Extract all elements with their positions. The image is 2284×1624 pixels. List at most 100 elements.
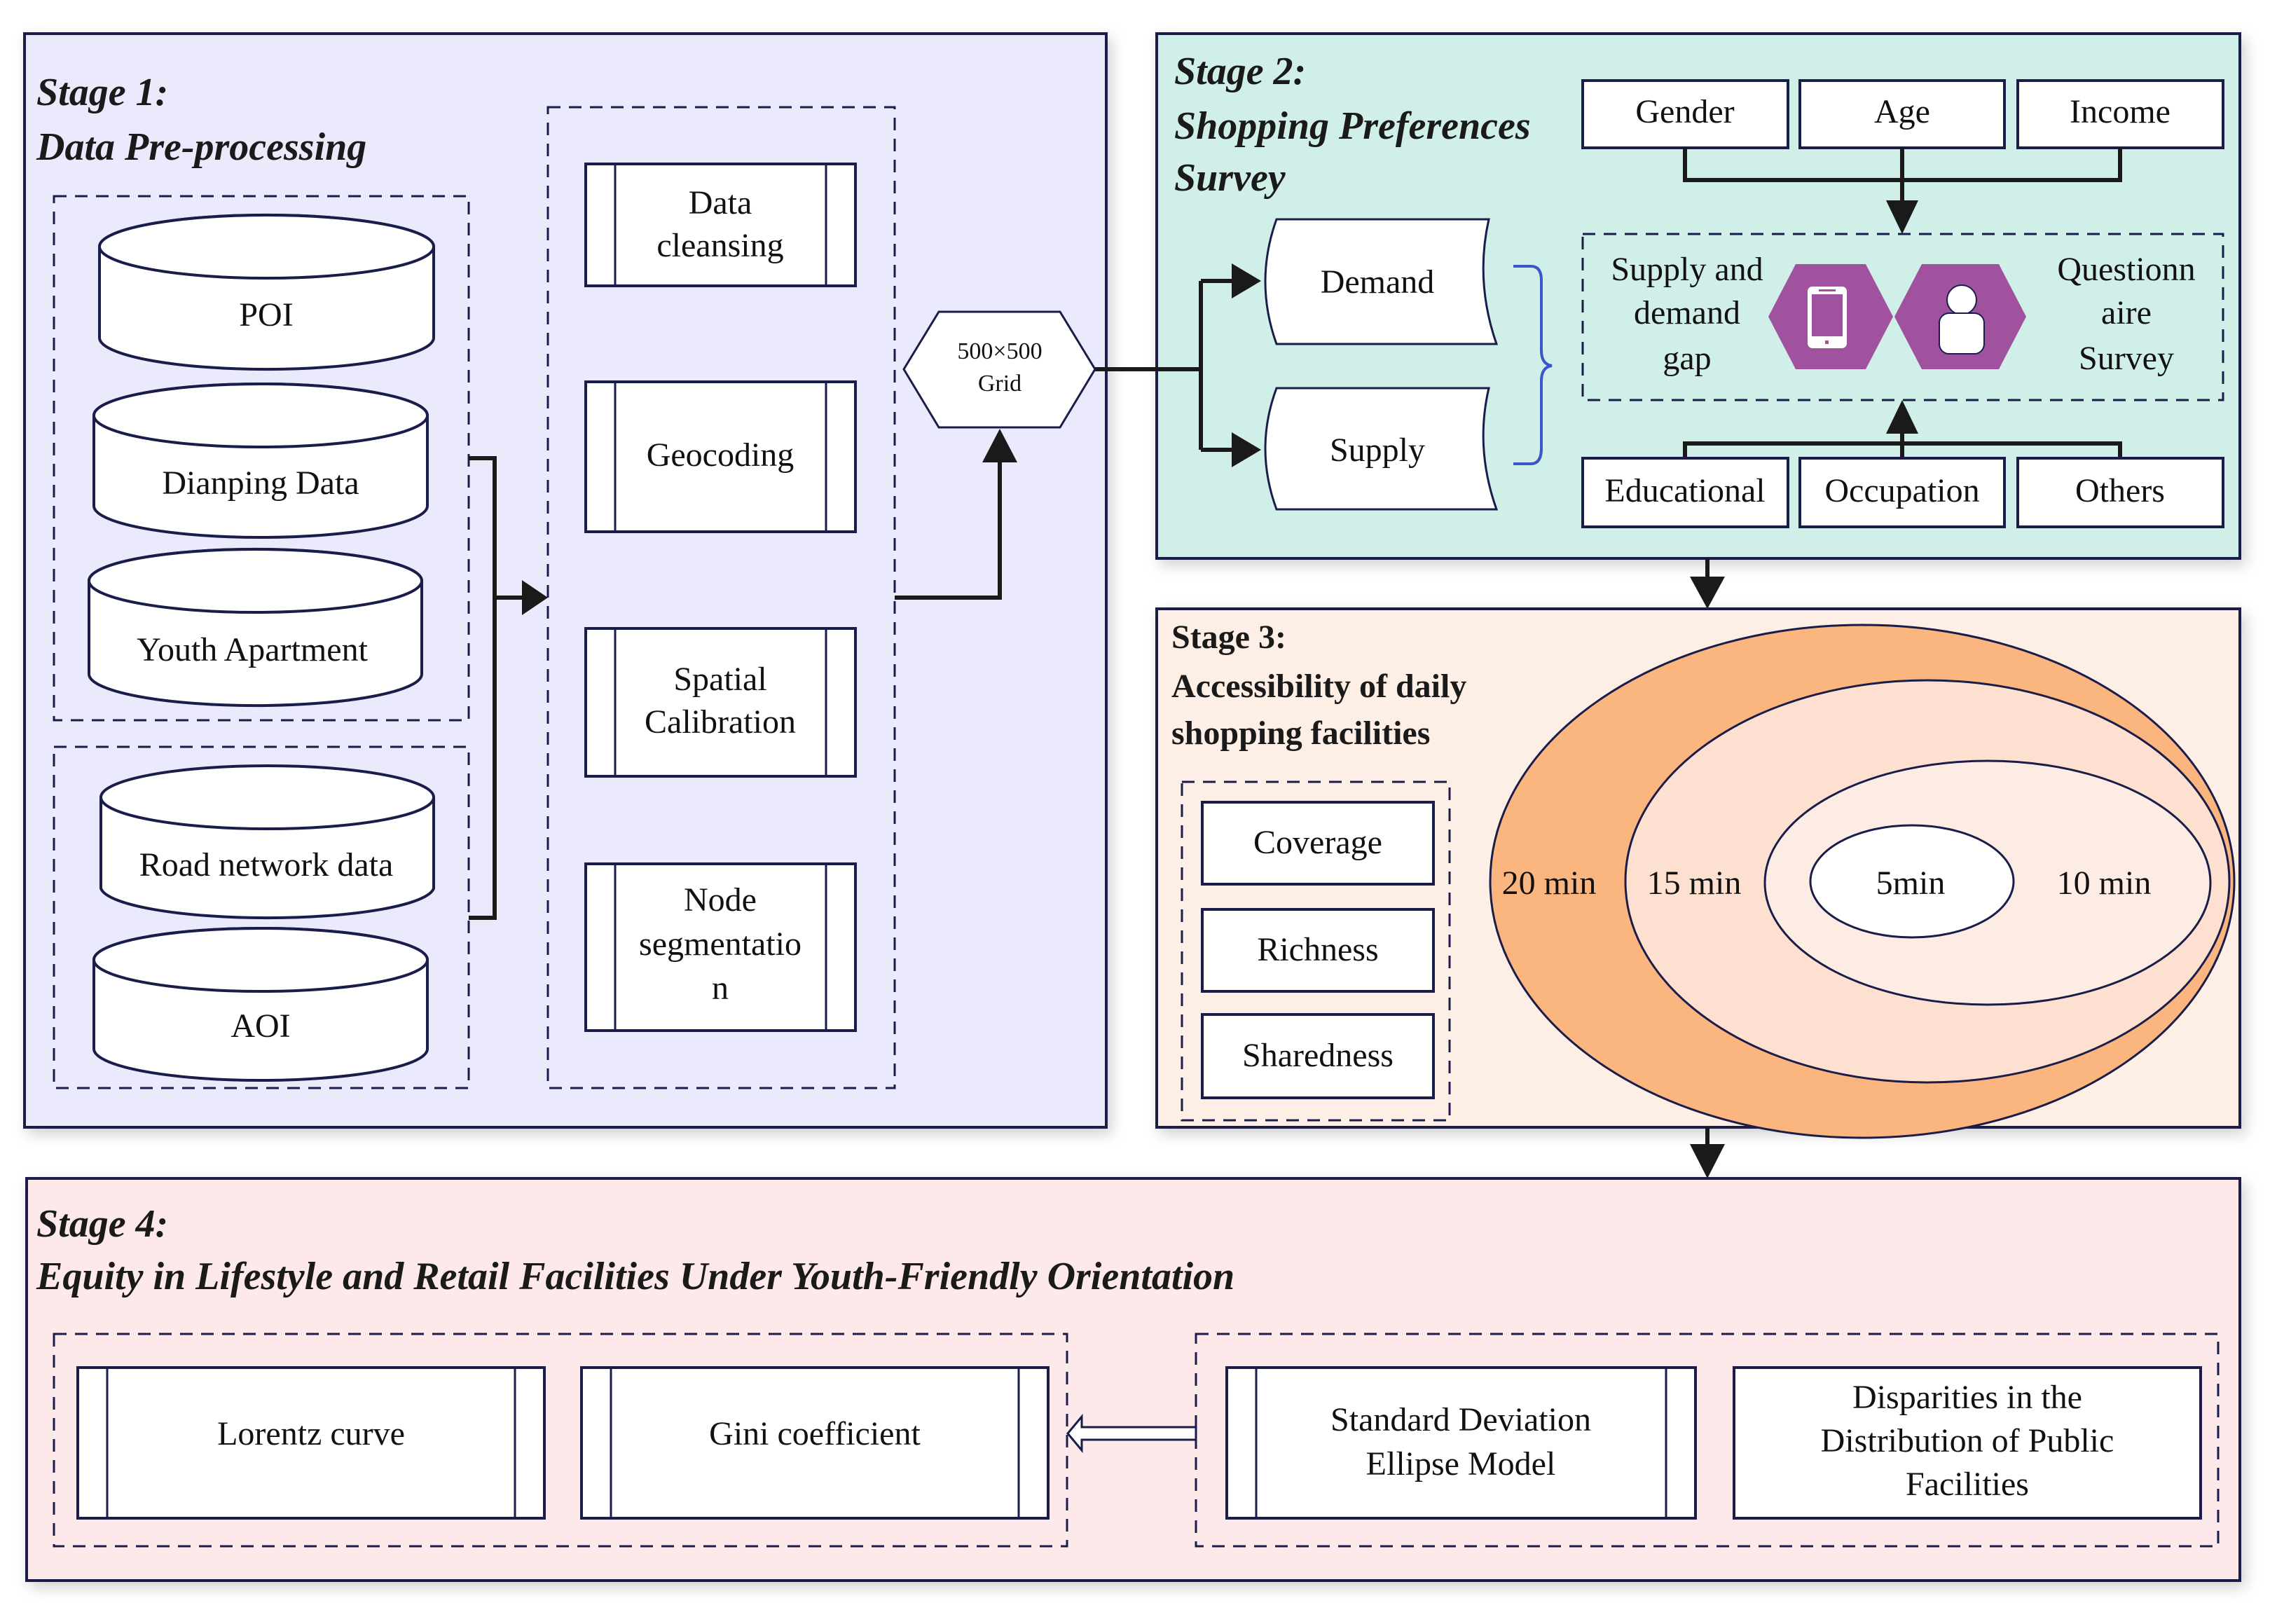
stage2-panel: Stage 2: Shopping Preferences Survey Gen… [1095,32,2241,560]
stage1-panel: Stage 1: Data Pre-processing POI Dianpin… [23,32,1108,1129]
cylinder-label: Dianping Data [162,465,359,502]
method-label: Standard Deviation [1330,1401,1591,1438]
bottom-factors-connector [1683,431,2122,458]
factor-label: Educational [1604,472,1765,509]
process-to-grid-connector [895,462,1002,600]
survey-label: Questionn [2057,251,2195,288]
process-label: segmentatio [639,925,802,963]
grid-hexagon: 500×500 Grid [902,310,1096,429]
cylinder-label: Youth Apartment [137,631,368,668]
process-spatial-calibration: Spatial Calibration [584,627,857,778]
user-icon [1894,264,2026,369]
ring-label-15: 15 min [1647,865,1742,902]
process-geocoding: Geocoding [584,380,857,533]
stage3-title: Stage 3: [1171,619,1286,656]
gap-label: Supply and [1611,251,1763,288]
metric-label: Sharedness [1242,1037,1394,1074]
cylinder-label: AOI [231,1007,290,1045]
demand-label: Demand [1321,263,1435,301]
stage4-title: Stage 4: [36,1202,168,1246]
grid-size-label: 500×500 [957,338,1042,364]
cylinder-poi: POI [98,213,435,371]
top-factors-connector [1683,148,2122,203]
stage2-subtitle-line2: Survey [1174,156,1286,200]
process-node-segmentation: Node segmentatio n [584,862,857,1032]
process-label: Geocoding [647,436,794,474]
factor-label: Gender [1635,93,1734,130]
inequality-measures-group [53,1333,1068,1548]
brace-icon [1513,265,1553,465]
method-label: Gini coefficient [709,1415,921,1452]
factor-label: Age [1874,93,1930,130]
survey-label: aire [2101,294,2152,331]
arrow-right-icon [1232,263,1261,298]
supply-label: Supply [1330,432,1425,469]
metric-coverage: Coverage [1201,801,1435,886]
arrow-down-icon [1690,577,1725,609]
factor-occupation: Occupation [1798,457,2006,528]
grid-to-survey-connector [1095,279,1233,452]
method-standard-deviation-ellipse: Standard Deviation Ellipse Model [1225,1366,1697,1520]
stage1-title: Stage 1: [36,71,168,114]
stage3-subtitle: Accessibility of daily [1171,668,1466,705]
process-label: Calibration [645,703,796,741]
method-lorentz-curve: Lorentz curve [76,1366,546,1520]
arrow-up-icon [982,429,1017,462]
method-label: Lorentz curve [217,1415,405,1452]
method-disparities-distribution: Disparities in the Distribution of Publi… [1733,1366,2202,1520]
process-label: cleansing [656,227,783,264]
factor-label: Income [2070,93,2171,130]
metric-label: Coverage [1253,824,1382,861]
stage1-subtitle: Data Pre-processing [36,125,366,169]
cylinder-youth-apartment: Youth Apartment [88,547,423,708]
arrow-down-icon [1886,200,1918,234]
metric-sharedness: Sharedness [1201,1013,1435,1099]
method-label: Facilities [1906,1466,2029,1503]
ring-label-5: 5min [1876,865,1946,902]
method-gini-coefficient: Gini coefficient [580,1366,1050,1520]
smartphone-icon [1768,264,1893,369]
method-label: Disparities in the [1852,1379,2082,1416]
cylinder-label: Road network data [139,846,394,883]
process-label: Data [689,184,752,221]
survey-label: Survey [2079,340,2174,377]
arrow-right-icon [522,580,548,615]
process-group [546,106,896,1089]
cylinder-dianping: Dianping Data [92,383,429,539]
stage2-title: Stage 2: [1174,50,1306,93]
stage3-subtitle-line2: shopping facilities [1171,715,1430,752]
cylinder-aoi: AOI [92,927,429,1082]
gap-survey-group [1581,233,2224,401]
process-label: Spatial [673,661,766,698]
factor-age: Age [1798,79,2006,149]
arrow-down-icon [1690,1144,1725,1178]
stage2-subtitle: Shopping Preferences [1174,104,1531,148]
process-data-cleansing: Data cleansing [584,163,857,287]
sources-connector [469,456,497,920]
stage3-panel: Stage 3: Accessibility of daily shopping… [1155,607,2241,1139]
ring-5-min [1809,824,2015,939]
process-label: n [712,970,729,1007]
cylinder-road-network: Road network data [99,764,435,920]
supply-node: Supply [1264,387,1499,511]
factor-income: Income [2016,79,2224,149]
metric-label: Richness [1257,931,1378,968]
ring-label-20: 20 min [1502,865,1597,902]
gap-label: gap [1663,340,1711,377]
stage4-subtitle: Equity in Lifestyle and Retail Facilitie… [36,1255,1234,1298]
stage4-panel: Stage 4: Equity in Lifestyle and Retail … [25,1177,2241,1582]
factor-label: Occupation [1824,472,1979,509]
process-label: Node [684,881,757,918]
arrow-up-icon [1886,400,1918,434]
metrics-group [1181,780,1451,1122]
factor-gender: Gender [1581,79,1789,149]
arrow-right-icon [1232,432,1261,467]
cylinder-label: POI [239,296,293,333]
factor-label: Others [2075,472,2165,509]
grid-label: Grid [978,371,1021,397]
demand-node: Demand [1264,218,1499,345]
ring-label-10: 10 min [2057,865,2152,902]
hollow-arrow-left-icon [1066,1413,1197,1454]
